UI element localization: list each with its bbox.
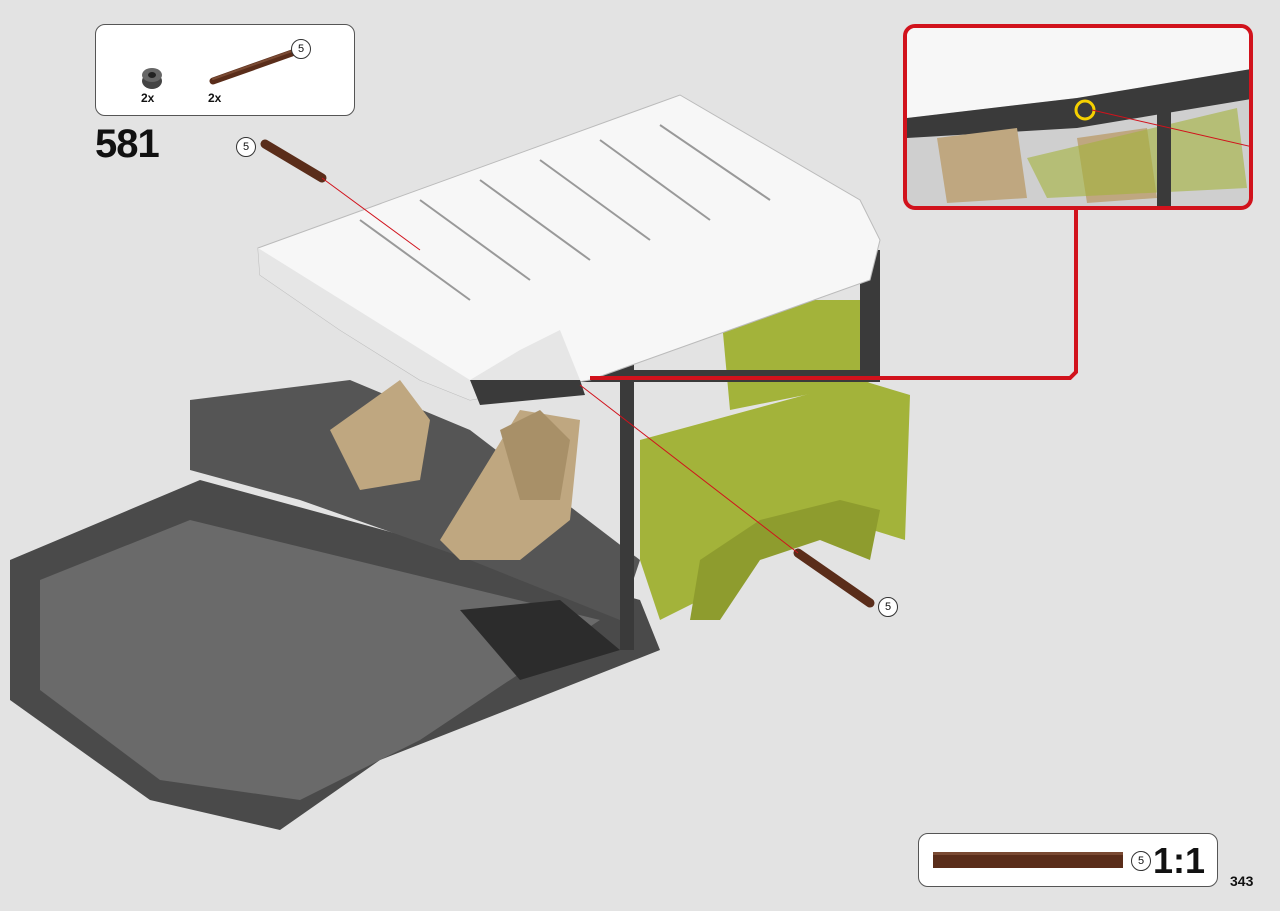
parts-icons	[142, 49, 296, 89]
scale-label: 1:1	[1152, 840, 1205, 881]
bush-quantity: 2x	[141, 91, 155, 105]
axle-length-badge-bottom: 5	[878, 597, 898, 617]
axle-insert-top	[260, 139, 421, 251]
axle-quantity: 2x	[208, 91, 222, 105]
chassis-frame	[10, 380, 660, 830]
axle-length-badge: 5	[291, 39, 311, 59]
page-number: 343	[1230, 873, 1254, 889]
callout-connector	[590, 210, 1078, 380]
axle-part-icon	[209, 49, 296, 85]
detail-callout	[903, 24, 1253, 210]
scale-ruler-box: 5 1:1	[918, 833, 1218, 887]
axle-insert-bottom	[579, 384, 875, 608]
step-number: 581	[95, 122, 160, 166]
bush-part-icon	[142, 68, 162, 89]
callout-detail-image	[907, 28, 1249, 206]
axle-scale-icon	[933, 852, 1123, 868]
parts-list-box: 2x 2x 5	[95, 24, 355, 116]
green-body-panel	[640, 300, 910, 620]
scale-length-badge: 5	[1131, 851, 1151, 871]
axle-length-badge-top: 5	[236, 137, 256, 157]
seats	[330, 380, 580, 560]
